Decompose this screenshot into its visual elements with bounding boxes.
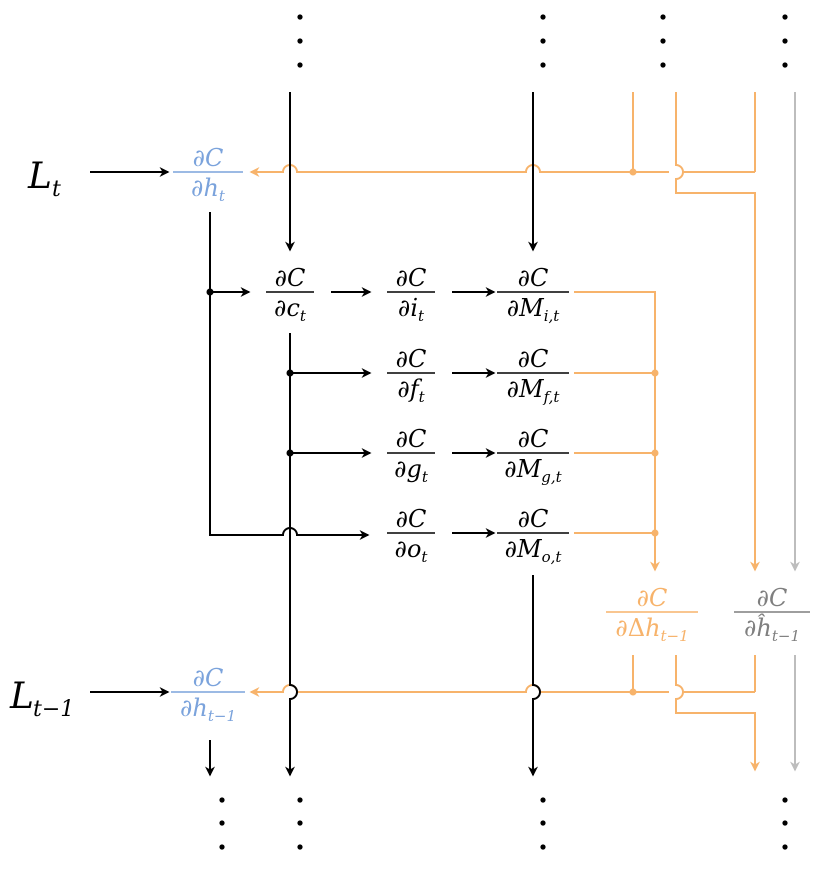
- node-dM-i: ∂C∂Mi,t: [497, 264, 569, 325]
- orange-connections: [251, 92, 760, 772]
- denominator: ∂ct: [274, 294, 307, 325]
- denominator: ∂Mi,t: [507, 294, 561, 325]
- input-L-tm1-main: L: [9, 676, 34, 717]
- numerator: ∂C: [396, 505, 427, 533]
- ellipsis-dots: [219, 14, 788, 850]
- denominator: ∂ht−1: [180, 694, 236, 725]
- denominator: ∂Mf,t: [507, 375, 561, 406]
- input-L-t-main: L: [27, 156, 52, 197]
- numerator: ∂C: [396, 345, 427, 373]
- node-dc-t: ∂C∂ct: [266, 264, 314, 325]
- denominator: ∂Mo,t: [505, 535, 563, 566]
- denominator: ∂gt: [394, 455, 429, 486]
- node-dh-t: ∂C∂ht: [173, 144, 243, 205]
- node-df-t: ∂C∂ft: [387, 345, 435, 406]
- denominator: ∂ht: [191, 174, 226, 205]
- numerator: ∂C: [518, 505, 549, 533]
- numerator: ∂C: [518, 264, 549, 292]
- node-dh-tm1: ∂C∂ht−1: [171, 664, 245, 725]
- denominator: ∂ot: [395, 535, 429, 566]
- node-dM-o: ∂C∂Mo,t: [497, 505, 569, 566]
- numerator: ∂C: [757, 584, 788, 612]
- derivative-nodes: ∂C∂ht∂C∂ct∂C∂it∂C∂ft∂C∂gt∂C∂ot∂C∂Mi,t∂C∂…: [171, 144, 810, 725]
- node-dM-g: ∂C∂Mg,t: [497, 425, 569, 486]
- denominator: ∂it: [398, 294, 425, 325]
- numerator: ∂C: [637, 584, 668, 612]
- input-L-t: L t: [27, 156, 61, 202]
- node-do-t: ∂C∂ot: [387, 505, 435, 566]
- numerator: ∂C: [193, 144, 224, 172]
- input-L-t-minus-1: L t−1: [9, 676, 74, 722]
- vdots-icon: [219, 14, 788, 850]
- input-L-tm1-sub: t−1: [33, 697, 74, 722]
- black-connections: [90, 92, 541, 777]
- input-L-t-sub: t: [52, 177, 61, 202]
- numerator: ∂C: [518, 345, 549, 373]
- denominator: ∂ĥt−1: [744, 613, 800, 645]
- denominator: ∂ft: [397, 375, 425, 406]
- node-dg-t: ∂C∂gt: [387, 425, 435, 486]
- numerator: ∂C: [193, 664, 224, 692]
- node-d-hhat: ∂C∂ĥt−1: [734, 584, 810, 645]
- node-dM-f: ∂C∂Mf,t: [497, 345, 569, 406]
- numerator: ∂C: [518, 425, 549, 453]
- numerator: ∂C: [275, 264, 306, 292]
- numerator: ∂C: [396, 264, 427, 292]
- node-di-t: ∂C∂it: [387, 264, 435, 325]
- node-d-delta-h: ∂C∂Δht−1: [606, 584, 698, 645]
- denominator: ∂Mg,t: [504, 455, 562, 486]
- numerator: ∂C: [396, 425, 427, 453]
- denominator: ∂Δht−1: [615, 614, 688, 645]
